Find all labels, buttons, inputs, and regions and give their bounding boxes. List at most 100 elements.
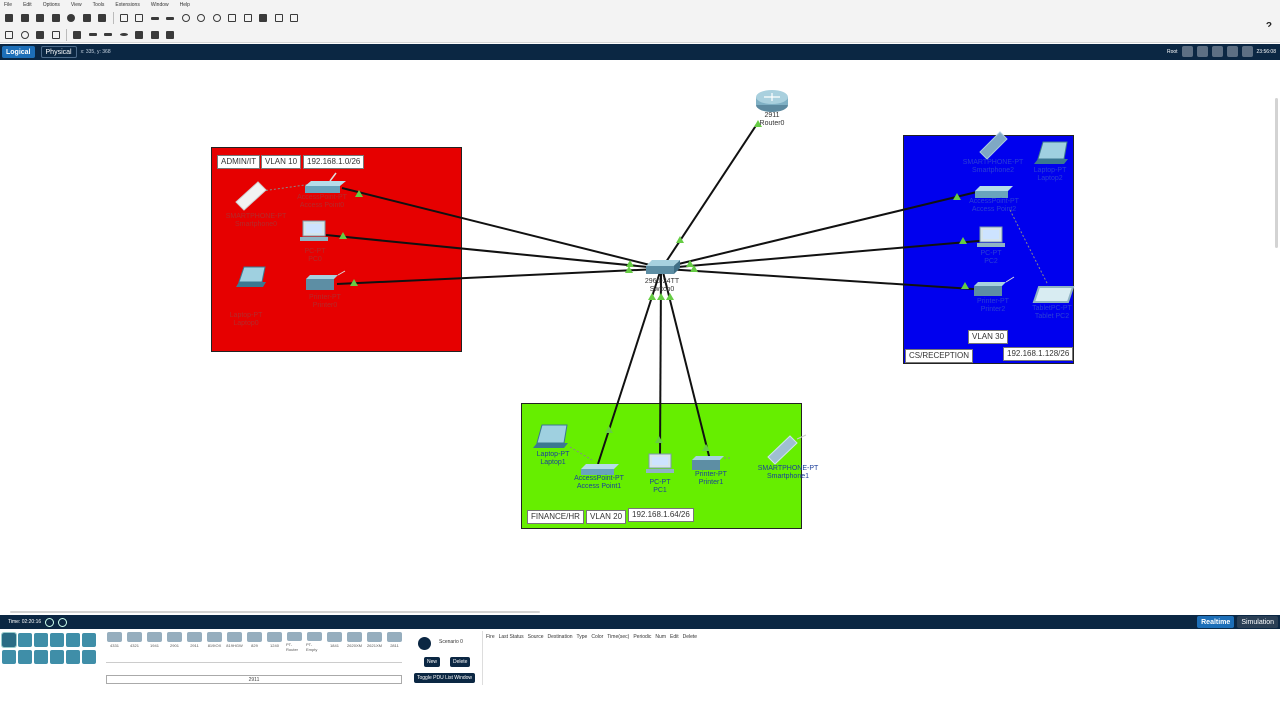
print-icon[interactable]: [51, 13, 61, 23]
fin-pc-label[interactable]: PC-PT PC1: [650, 479, 671, 495]
network-devices-category-icon[interactable]: [1, 632, 17, 648]
realtime-mode-tab[interactable]: Realtime: [1197, 616, 1235, 628]
power-cycle-icon[interactable]: [45, 617, 55, 627]
vertical-scrollbar[interactable]: [1275, 98, 1278, 248]
router-label[interactable]: 2911 Router0: [760, 112, 785, 128]
move-icon[interactable]: [1211, 46, 1223, 57]
device-model-item[interactable]: 819HGW: [226, 632, 243, 652]
zone-cs-name-label[interactable]: CS/RECEPTION: [905, 349, 974, 363]
device-model-item[interactable]: 829: [246, 632, 263, 652]
scenario-select[interactable]: Scenario 0: [439, 639, 463, 645]
fin-phone-label[interactable]: SMARTPHONE-PT Smartphone1: [758, 465, 819, 481]
redo-icon[interactable]: [165, 13, 175, 23]
hubs-subcategory-icon[interactable]: [34, 650, 48, 664]
select-icon[interactable]: [4, 30, 14, 40]
menu-extensions[interactable]: Extensions: [115, 1, 140, 8]
zone-cs-reception[interactable]: [903, 135, 1074, 364]
scenario-icon[interactable]: [418, 637, 431, 650]
cs-phone-label[interactable]: SMARTPHONE-PT Smartphone2: [963, 159, 1024, 175]
zone-admin-name-label[interactable]: ADMIN/IT: [217, 155, 261, 169]
zone-finance-name-label[interactable]: FINANCE/HR: [527, 510, 584, 524]
delete-icon[interactable]: [35, 30, 45, 40]
wireless-subcategory-icon[interactable]: [50, 650, 64, 664]
tab-logical[interactable]: Logical: [2, 46, 35, 58]
wizard-icon[interactable]: [82, 13, 92, 23]
background-image-icon[interactable]: [1241, 46, 1253, 57]
cs-pc-label[interactable]: PC-PT PC2: [981, 250, 1002, 266]
device-model-item[interactable]: 2811: [386, 632, 403, 652]
device-model-item[interactable]: 1841: [326, 632, 343, 652]
zone-cs-vlan-label[interactable]: VLAN 30: [968, 330, 1009, 344]
copy-icon[interactable]: [119, 13, 129, 23]
device-model-item[interactable]: 2621XM: [366, 632, 383, 652]
security-subcategory-icon[interactable]: [66, 650, 80, 664]
new-icon[interactable]: [4, 13, 14, 23]
cs-printer-label[interactable]: Printer-PT Printer2: [977, 298, 1009, 314]
gear-icon[interactable]: [97, 13, 107, 23]
simple-pdu-icon[interactable]: [150, 30, 160, 40]
zone-cs-subnet-label[interactable]: 192.168.1.128/26: [1003, 347, 1074, 361]
menu-file[interactable]: File: [4, 1, 13, 8]
new-scenario-button[interactable]: New: [424, 657, 441, 667]
admin-phone-label[interactable]: SMARTPHONE-PT Smartphone0: [226, 213, 287, 229]
rect-icon[interactable]: [227, 13, 237, 23]
admin-laptop-label[interactable]: Laptop-PT Laptop0: [230, 312, 263, 328]
fin-printer-label[interactable]: Printer-PT Printer1: [695, 471, 727, 487]
menu-options[interactable]: Options: [42, 1, 60, 8]
zoom-out-icon[interactable]: [212, 13, 222, 23]
fin-laptop-label[interactable]: Laptop-PT Laptop1: [537, 451, 570, 467]
undo-icon[interactable]: [150, 13, 160, 23]
complex-pdu-icon[interactable]: [165, 30, 175, 40]
info-icon[interactable]: [66, 13, 76, 23]
misc-category-icon[interactable]: [66, 633, 80, 647]
cluster-icon[interactable]: [274, 13, 284, 23]
menu-window[interactable]: Window: [150, 1, 169, 8]
rectangle-icon[interactable]: [103, 30, 113, 40]
open-icon[interactable]: [20, 13, 30, 23]
line-icon[interactable]: [88, 30, 98, 40]
zone-admin-subnet-label[interactable]: 192.168.1.0/26: [303, 155, 365, 169]
multiuser-category-icon[interactable]: [82, 633, 96, 647]
device-model-item[interactable]: 2911: [186, 632, 203, 652]
device-model-item[interactable]: 2620XM: [346, 632, 363, 652]
connections-category-icon[interactable]: [50, 633, 64, 647]
switches-subcategory-icon[interactable]: [18, 650, 32, 664]
note-icon[interactable]: [72, 30, 82, 40]
switch-label[interactable]: 2960-24TT Switch0: [645, 278, 679, 294]
device-model-item[interactable]: 2901: [166, 632, 183, 652]
logical-workspace[interactable]: ADMIN/IT VLAN 10 192.168.1.0/26 VLAN 30 …: [0, 60, 1280, 615]
zoom-reset-icon[interactable]: [196, 13, 206, 23]
simulation-mode-tab[interactable]: Simulation: [1237, 616, 1278, 628]
tab-physical[interactable]: Physical: [40, 46, 77, 58]
device-model-item[interactable]: 4331: [106, 632, 123, 652]
back-icon[interactable]: [1181, 46, 1193, 57]
cs-tablet-label[interactable]: TabletPC-PT Tablet PC2: [1032, 305, 1072, 321]
device-model-item[interactable]: 1941: [146, 632, 163, 652]
cs-ap-label[interactable]: AccessPoint-PT Access Point2: [969, 198, 1019, 214]
zone-finance-subnet-label[interactable]: 192.168.1.64/26: [628, 508, 694, 522]
admin-ap-label[interactable]: AccessPoint-PT Access Point0: [297, 194, 347, 210]
menu-tools[interactable]: Tools: [92, 1, 105, 8]
palette-icon[interactable]: [243, 13, 253, 23]
help-icon[interactable]: ?: [1266, 21, 1272, 32]
device-model-item[interactable]: 819IOX: [206, 632, 223, 652]
menu-view[interactable]: View: [70, 1, 82, 8]
admin-pc-label[interactable]: PC-PT PC0: [305, 248, 326, 264]
toggle-pdu-list-button[interactable]: Toggle PDU List Window: [414, 673, 476, 683]
horizontal-scrollbar[interactable]: [10, 611, 540, 613]
components-category-icon[interactable]: [34, 633, 48, 647]
cs-laptop-label[interactable]: Laptop-PT Laptop2: [1034, 167, 1067, 183]
fast-forward-icon[interactable]: [58, 617, 68, 627]
delete-scenario-button[interactable]: Delete: [450, 657, 471, 667]
zone-finance-vlan-label[interactable]: VLAN 20: [586, 510, 627, 524]
fin-ap-label[interactable]: AccessPoint-PT Access Point1: [574, 475, 624, 491]
paste-icon[interactable]: [134, 13, 144, 23]
freehand-icon[interactable]: [134, 30, 144, 40]
viewport-icon[interactable]: [1196, 46, 1208, 57]
wan-emulation-subcategory-icon[interactable]: [82, 650, 96, 664]
admin-printer-label[interactable]: Printer-PT Printer0: [309, 294, 341, 310]
save-icon[interactable]: [35, 13, 45, 23]
menu-edit[interactable]: Edit: [23, 1, 32, 8]
device-model-item[interactable]: 4321: [126, 632, 143, 652]
custom-device-icon[interactable]: [258, 13, 268, 23]
